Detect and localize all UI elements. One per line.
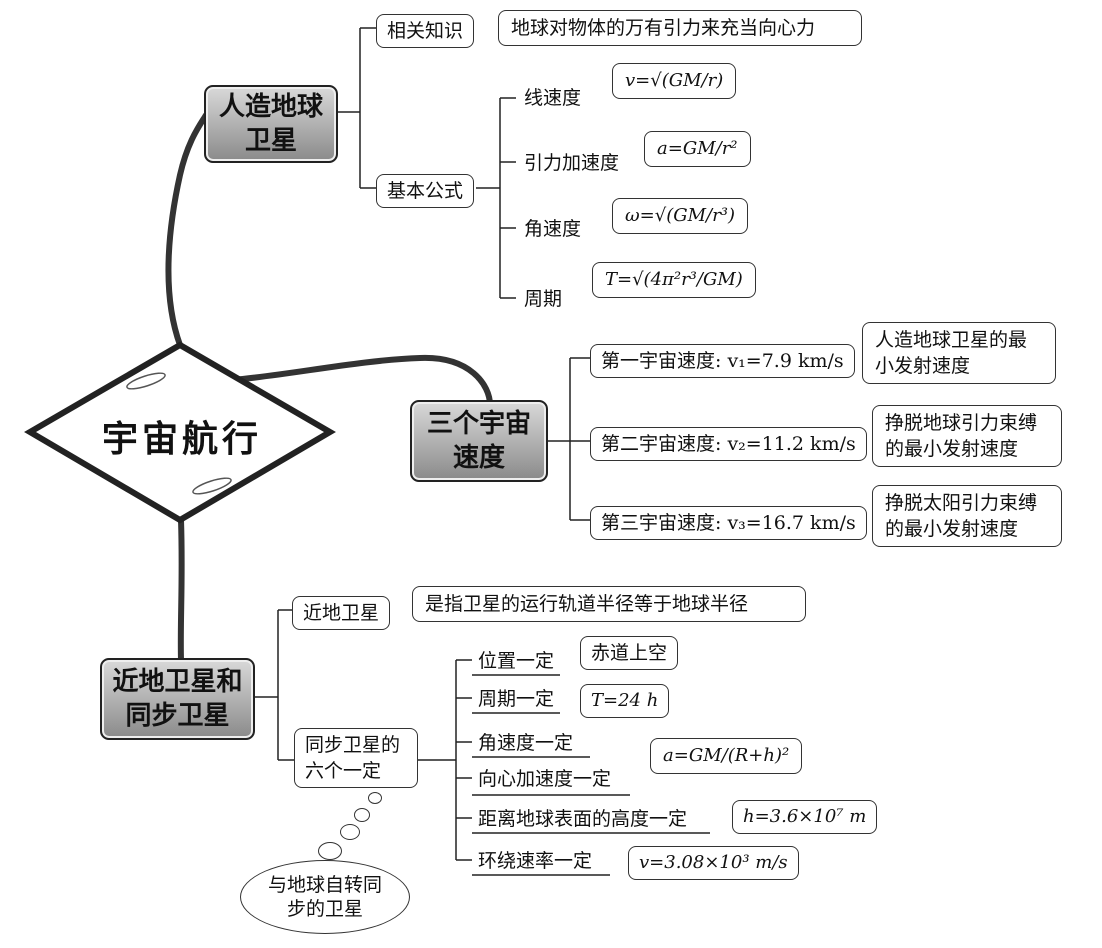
thought-dot (354, 808, 370, 822)
formula-item-label: 周期 (524, 288, 563, 310)
cosmic-velocity-1-note: 人造地球卫星的最小发射速度 (862, 322, 1056, 384)
hub-cosmic-velocity: 三个宇宙 速度 (410, 400, 548, 482)
related-knowledge-box: 相关知识 (376, 14, 475, 48)
formula-item-label: 线速度 (524, 87, 582, 109)
hub-satellite: 人造地球 卫星 (204, 85, 338, 163)
sync-satellite-box: 同步卫星的六个一定 (294, 728, 418, 788)
cosmic-velocity-1: 第一宇宙速度: v₁=7.9 km/s (590, 344, 855, 378)
core-title: 宇宙航行 (102, 418, 263, 460)
sync-item-value: T=24 h (580, 684, 670, 718)
near-earth-satellite-callout: 是指卫星的运行轨道半径等于地球半径 (412, 586, 806, 622)
hub-near-sync: 近地卫星和 同步卫星 (100, 658, 255, 740)
formula-item-value: ω=√(GM/r³) (612, 198, 748, 234)
cosmic-velocity-2: 第二宇宙速度: v₂=11.2 km/s (590, 427, 867, 461)
basic-formula-box: 基本公式 (376, 174, 475, 208)
sync-item-label: 距离地球表面的高度一定 (478, 808, 688, 830)
thought-dot (318, 842, 342, 860)
sync-item-label: 周期一定 (478, 688, 555, 710)
formula-item-label: 角速度 (524, 218, 582, 240)
sync-item-value: v=3.08×10³ m/s (628, 846, 799, 880)
cosmic-velocity-3: 第三宇宙速度: v₃=16.7 km/s (590, 506, 867, 540)
sync-item-label: 向心加速度一定 (478, 768, 612, 790)
cosmic-velocity-3-note: 挣脱太阳引力束缚的最小发射速度 (872, 485, 1062, 547)
formula-item-value: v=√(GM/r) (612, 63, 737, 99)
sync-item-label: 角速度一定 (478, 732, 574, 754)
sync-item-value: a=GM/(R+h)² (650, 738, 803, 774)
sync-item-value: h=3.6×10⁷ m (732, 800, 878, 834)
related-knowledge-callout: 地球对物体的万有引力来充当向心力 (498, 10, 862, 46)
thought-dot (340, 824, 360, 840)
formula-item-value: a=GM/r² (644, 131, 751, 167)
cosmic-velocity-2-note: 挣脱地球引力束缚的最小发射速度 (872, 405, 1062, 467)
sync-item-value: 赤道上空 (580, 636, 679, 670)
sync-item-label: 环绕速率一定 (478, 850, 593, 872)
thought-dot (368, 792, 382, 804)
formula-item-label: 引力加速度 (524, 152, 620, 174)
sync-item-label: 位置一定 (478, 650, 555, 672)
thought-bubble: 与地球自转同步的卫星 (240, 860, 410, 934)
near-earth-satellite-box: 近地卫星 (292, 596, 391, 630)
formula-item-value: T=√(4π²r³/GM) (592, 262, 756, 298)
